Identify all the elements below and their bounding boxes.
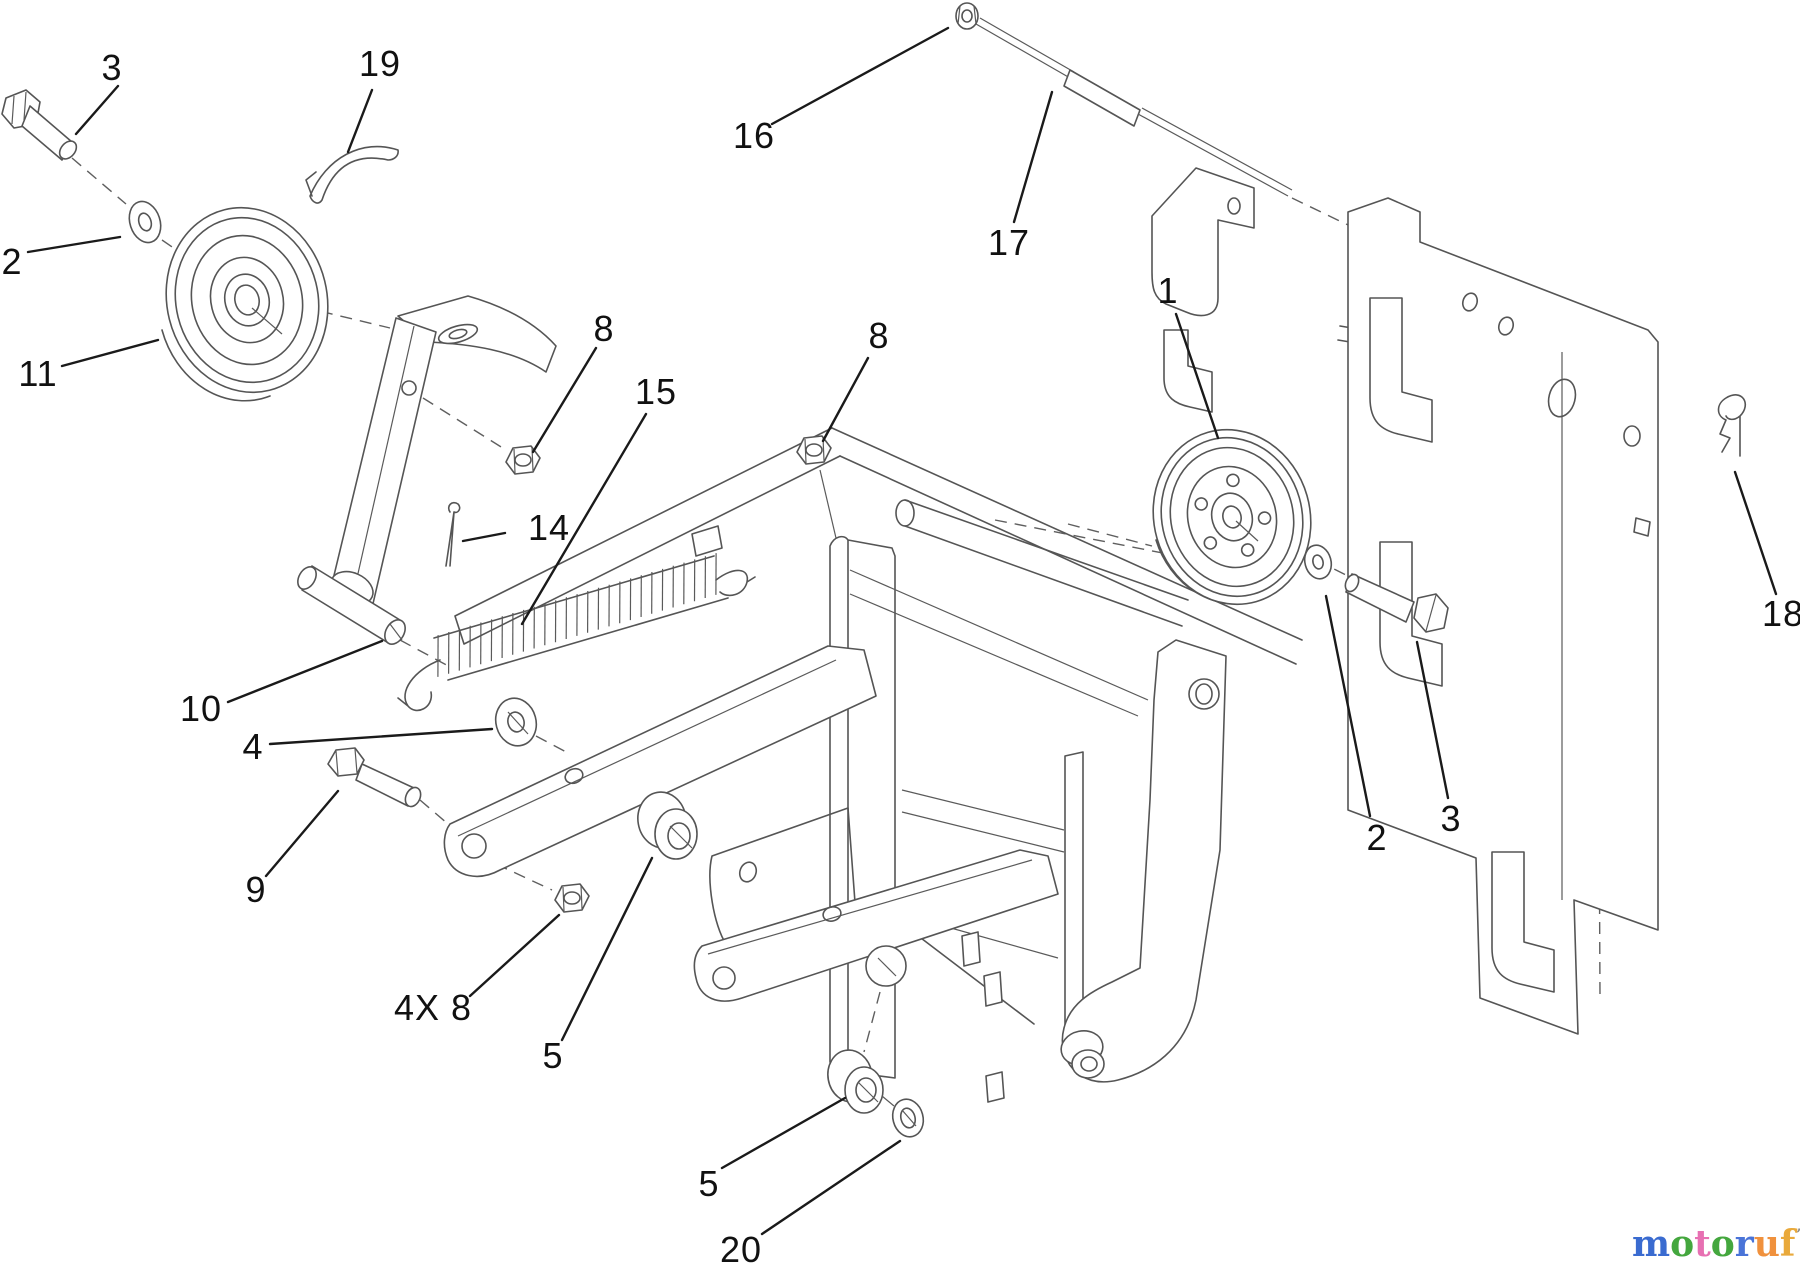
callout-4: 4: [242, 726, 264, 767]
rotate-arrow-19: [305, 145, 399, 204]
extension-spring-15: [397, 553, 756, 712]
callout-1: 1: [1157, 270, 1179, 311]
spring-coil-lines: [437, 553, 717, 677]
side-plate: [1060, 639, 1227, 1083]
callout-2-right: 2: [1366, 817, 1388, 858]
washer-20: [891, 1098, 925, 1138]
logo-letter: u: [1753, 1223, 1780, 1265]
callout-15: 15: [634, 371, 678, 412]
nut-4x8: [554, 883, 590, 913]
nut-8-mid: [796, 435, 837, 539]
logo-letter: o: [1670, 1223, 1695, 1265]
frame-weldment: [454, 427, 1303, 1103]
logo-letter: r: [1734, 1223, 1754, 1265]
callout-18: 18: [1761, 593, 1800, 634]
callout-leader-lines: [26, 26, 1778, 1236]
callout-14: 14: [527, 507, 571, 548]
bolt-3-right: [1344, 573, 1449, 633]
callout-11: 11: [18, 353, 58, 394]
washer-2-right: [1303, 544, 1333, 580]
callout-8-right: 8: [868, 315, 890, 356]
cotter-pin-14: [445, 501, 461, 567]
callout-16: 16: [732, 115, 776, 156]
callout-5-lower: 5: [698, 1163, 720, 1204]
bolt-9: [327, 747, 422, 808]
lower-pivot-arm: [693, 849, 1059, 1002]
callout-20: 20: [719, 1229, 763, 1270]
logo-letter: m: [1632, 1223, 1671, 1265]
callout-9: 9: [245, 869, 267, 910]
idler-arm-10: [297, 295, 557, 645]
hook-bracket: [1151, 167, 1255, 413]
idler-pulley-11: [161, 206, 329, 402]
right-frame-plate: [1347, 197, 1659, 1035]
nut-16: [955, 2, 979, 30]
callout-3-right: 3: [1440, 798, 1462, 839]
logo-letter: t: [1694, 1223, 1711, 1265]
callout-5-upper: 5: [542, 1035, 564, 1076]
spacer-5-lower: [827, 1049, 895, 1114]
washer-2-left: [128, 200, 162, 244]
upper-pivot-arm: [443, 645, 877, 878]
bolt-3-left: [1, 89, 78, 161]
washer-4: [494, 697, 538, 747]
nut-8-left: [505, 445, 541, 475]
hairpin-cotter-18: [1717, 394, 1746, 457]
callout-4x8: 4X 8: [393, 987, 473, 1028]
callout-2-left: 2: [1, 241, 23, 282]
logo-letter: o: [1710, 1223, 1735, 1265]
callout-17: 17: [987, 222, 1031, 263]
callout-3-left: 3: [101, 47, 123, 88]
logo-letter: f: [1779, 1223, 1796, 1265]
callout-8-left: 8: [593, 308, 615, 349]
callout-10: 10: [179, 688, 223, 729]
callout-19: 19: [358, 43, 402, 84]
spacer-5-upper: [637, 791, 698, 860]
logo-mark: ’: [1796, 1228, 1800, 1242]
pulley-1: [1152, 428, 1312, 606]
